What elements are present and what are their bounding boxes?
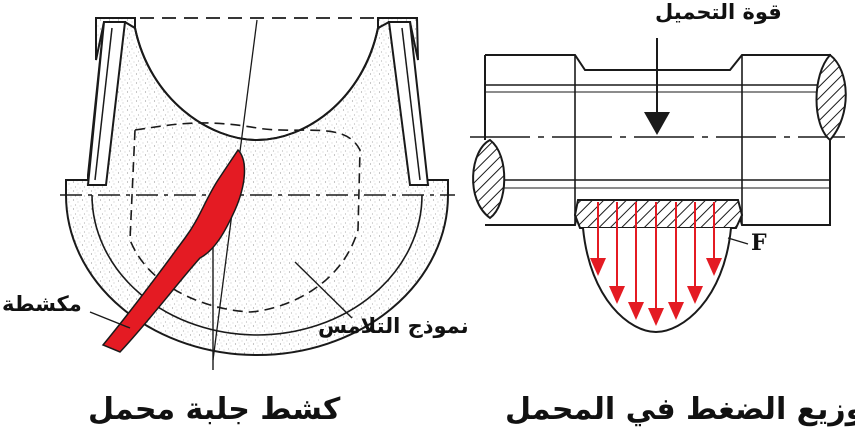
force-leader	[727, 237, 749, 245]
scraper-tool	[101, 148, 246, 353]
bearing-bore-arc	[134, 27, 379, 142]
force-f-label: F	[751, 230, 767, 256]
scraper-leader	[89, 311, 131, 329]
left-slot	[86, 21, 127, 186]
right-slot	[387, 21, 430, 186]
load-force-label: قوة التحميل	[655, 0, 782, 24]
scraper-label: مكشطة	[2, 292, 82, 316]
contact-pattern-label: نموذج التلامس	[318, 314, 469, 338]
shaft-right-section	[815, 53, 847, 142]
inner-liner-arc	[91, 194, 423, 336]
bearing-bush-figure	[60, 17, 455, 370]
load-arrow-head	[644, 112, 670, 135]
left-caption: كشط جلبة محمل	[88, 392, 341, 427]
pressure-arrows	[590, 202, 722, 326]
shaft-left-section	[472, 138, 506, 220]
contact-pattern-dashed	[129, 122, 361, 313]
bearing-bush-body	[65, 21, 449, 356]
bearing-pad	[573, 199, 744, 229]
contact-leader	[294, 261, 353, 319]
right-caption: توزيع الضغط في المحمل	[505, 392, 855, 427]
pressure-distribution-figure	[470, 38, 847, 334]
